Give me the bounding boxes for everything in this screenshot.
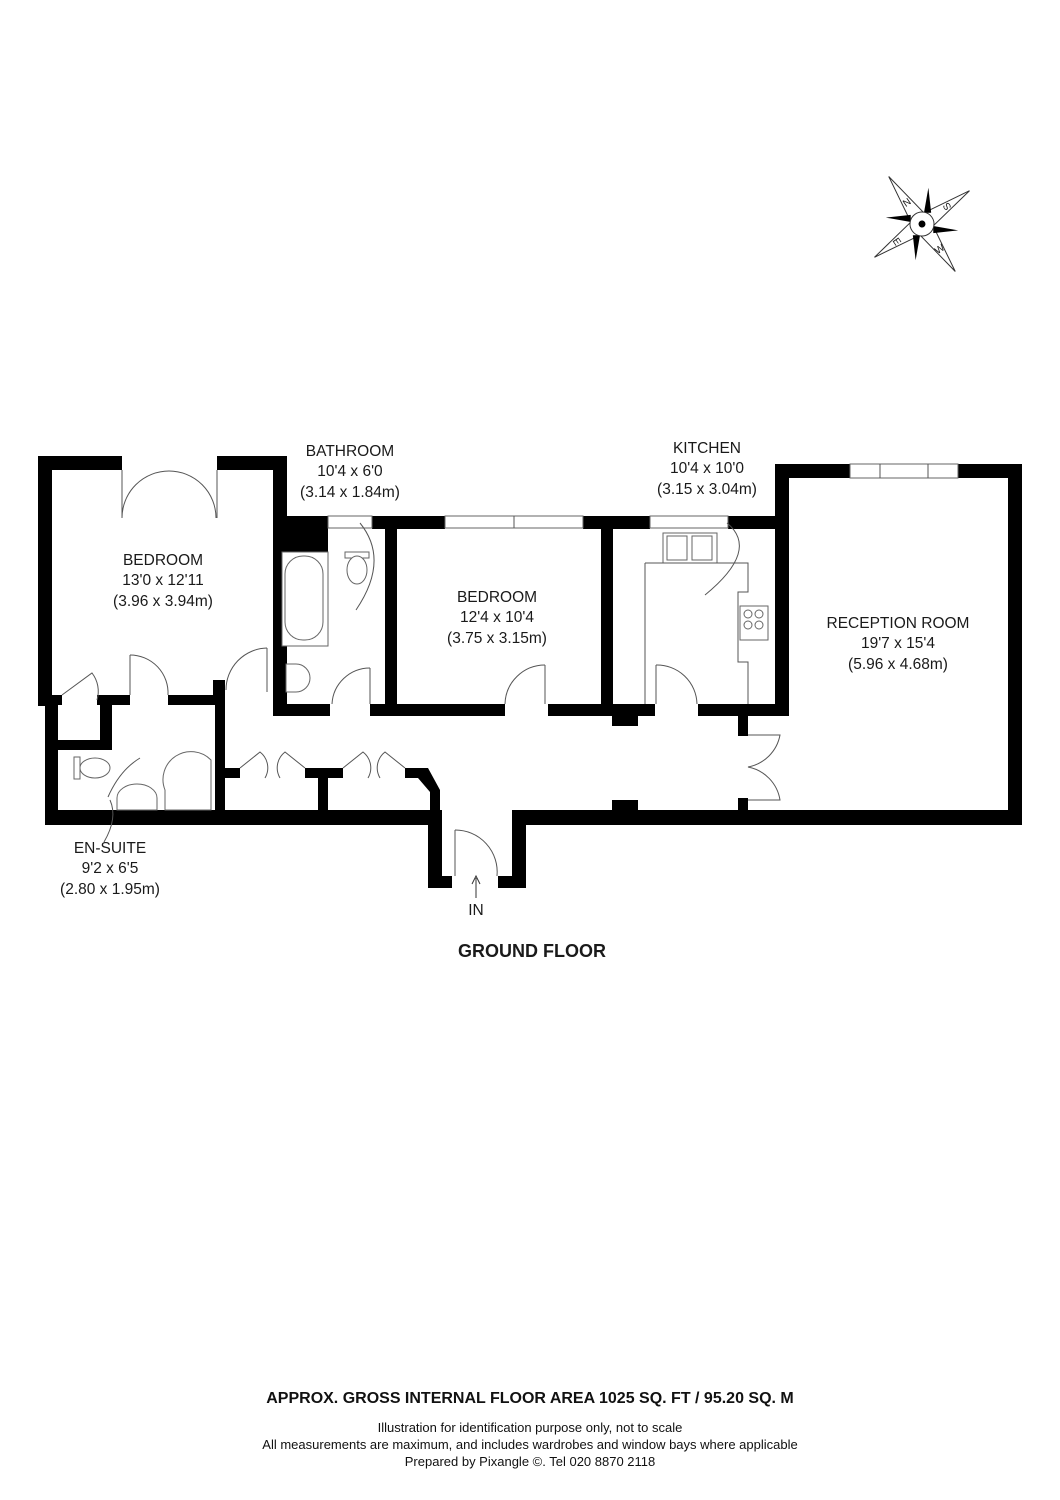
svg-text:BEDROOM: BEDROOM (457, 589, 537, 606)
walls (38, 456, 1022, 888)
room-reception: RECEPTION ROOM 19'7 x 15'4 (5.96 x 4.68m… (827, 615, 970, 673)
svg-text:10'4 x 10'0: 10'4 x 10'0 (670, 460, 744, 477)
svg-text:(5.96 x 4.68m): (5.96 x 4.68m) (848, 656, 948, 673)
svg-text:EN-SUITE: EN-SUITE (74, 840, 146, 857)
doors (61, 470, 781, 877)
room-kitchen: KITCHEN 10'4 x 10'0 (3.15 x 3.04m) (657, 440, 757, 498)
windows (327, 463, 959, 529)
entrance-arrow-icon (471, 874, 481, 898)
compass-icon: E N S W (874, 176, 970, 272)
svg-text:BATHROOM: BATHROOM (306, 443, 394, 460)
svg-text:KITCHEN: KITCHEN (673, 440, 741, 457)
svg-text:(3.75 x 3.15m): (3.75 x 3.15m) (447, 630, 547, 647)
room-bedroom-1: BEDROOM 13'0 x 12'11 (3.96 x 3.94m) (113, 552, 213, 610)
floor-title: GROUND FLOOR (458, 941, 606, 961)
svg-text:BEDROOM: BEDROOM (123, 552, 203, 569)
svg-text:19'7 x 15'4: 19'7 x 15'4 (861, 635, 935, 652)
svg-text:9'2 x 6'5: 9'2 x 6'5 (82, 860, 139, 877)
entrance-label: IN (468, 902, 484, 919)
svg-text:(3.14 x 1.84m): (3.14 x 1.84m) (300, 484, 400, 501)
fixtures (73, 522, 769, 843)
svg-text:RECEPTION ROOM: RECEPTION ROOM (827, 615, 970, 632)
room-en-suite: EN-SUITE 9'2 x 6'5 (2.80 x 1.95m) (60, 840, 160, 898)
svg-text:12'4 x 10'4: 12'4 x 10'4 (460, 609, 534, 626)
svg-text:(3.96 x 3.94m): (3.96 x 3.94m) (113, 593, 213, 610)
prepared-by: Prepared by Pixangle ©. Tel 020 8870 211… (404, 1454, 656, 1469)
svg-text:13'0 x 12'11: 13'0 x 12'11 (122, 572, 203, 589)
room-bathroom: BATHROOM 10'4 x 6'0 (3.14 x 1.84m) (300, 443, 400, 501)
disclaimer-line-1: Illustration for identification purpose … (377, 1420, 683, 1435)
disclaimer-line-2: All measurements are maximum, and includ… (262, 1437, 798, 1452)
svg-text:(3.15 x 3.04m): (3.15 x 3.04m) (657, 481, 757, 498)
room-bedroom-2: BEDROOM 12'4 x 10'4 (3.75 x 3.15m) (447, 589, 547, 647)
svg-text:(2.80 x 1.95m): (2.80 x 1.95m) (60, 881, 160, 898)
floor-area: APPROX. GROSS INTERNAL FLOOR AREA 1025 S… (266, 1390, 794, 1407)
svg-text:10'4 x 6'0: 10'4 x 6'0 (317, 463, 383, 480)
